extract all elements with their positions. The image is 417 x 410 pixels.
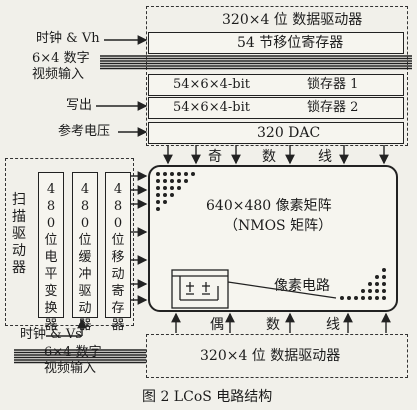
top-driver-group [146, 6, 408, 146]
even-line-char-2: 数 [266, 317, 280, 333]
digital-bus-top [100, 55, 412, 70]
latch-2-box: 54×6×4-bit 锁存器 2 [148, 97, 404, 119]
level-shifter-box: 480位电平变换器 [38, 172, 64, 333]
even-column-arrows [171, 312, 391, 333]
latch-2-size: 54×6×4-bit [173, 100, 250, 115]
scan-driver-label: 扫描驱动器 [12, 192, 26, 276]
odd-line-char-3: 线 [318, 149, 332, 165]
odd-column-arrows [163, 145, 389, 165]
row-shift-register-label: 480位移动寄存器 [111, 182, 125, 333]
dac-label: 320 DAC [257, 125, 321, 141]
pixel-dots-bottom-right [340, 268, 386, 300]
clock-vs-label: 时钟 & Vs [20, 327, 82, 342]
digital-input-label-bottom-2: 视频输入 [44, 361, 97, 376]
top-data-driver-label: 320×4 位 数据驱动器 [222, 12, 363, 28]
write-out-label: 写出 [66, 98, 93, 113]
pixel-dots-top-left [156, 172, 195, 211]
clock-vh-label: 时钟 & Vh [36, 31, 100, 46]
bottom-data-driver-label: 320×4 位 数据驱动器 [200, 348, 341, 364]
latch-1-size: 54×6×4-bit [173, 77, 250, 92]
pixel-circuit-label: 像素电路 [274, 278, 330, 294]
pixel-matrix-title: 640×480 像素矩阵 [206, 198, 332, 214]
latch-1-box: 54×6×4-bit 锁存器 1 [148, 74, 404, 96]
pixel-circuit-pointer [227, 281, 337, 299]
pixel-circuit-schematic [171, 269, 229, 309]
odd-line-char-2: 数 [262, 149, 276, 165]
digital-input-label-top-1: 6×4 数字 [32, 51, 90, 66]
pixel-matrix-subtitle: （NMOS 矩阵） [224, 218, 333, 234]
odd-line-char-1: 奇 [208, 149, 222, 165]
digital-input-label-top-2: 视频输入 [32, 67, 85, 82]
level-shifter-label: 480位电平变换器 [44, 182, 58, 333]
figure-caption: 图 2 LCoS 电路结构 [142, 389, 273, 405]
even-line-char-3: 线 [326, 317, 340, 333]
latch-1-name: 锁存器 1 [307, 77, 359, 92]
bottom-driver-group [146, 334, 408, 378]
ref-voltage-label: 参考电压 [58, 124, 111, 139]
dac-box: 320 DAC [148, 122, 404, 144]
row-arrows [131, 171, 148, 305]
buffer-driver-box: 480位缓冲驱动器 [72, 172, 98, 333]
digital-bus-bottom [14, 349, 146, 364]
latch-2-name: 锁存器 2 [307, 100, 359, 115]
row-shift-register-box: 480位移动寄存器 [105, 172, 131, 333]
scan-driver-group [5, 158, 134, 326]
shift-register-label: 54 节移位寄存器 [237, 35, 344, 51]
even-line-char-1: 偶 [210, 317, 224, 333]
shift-register-box: 54 节移位寄存器 [148, 32, 404, 54]
